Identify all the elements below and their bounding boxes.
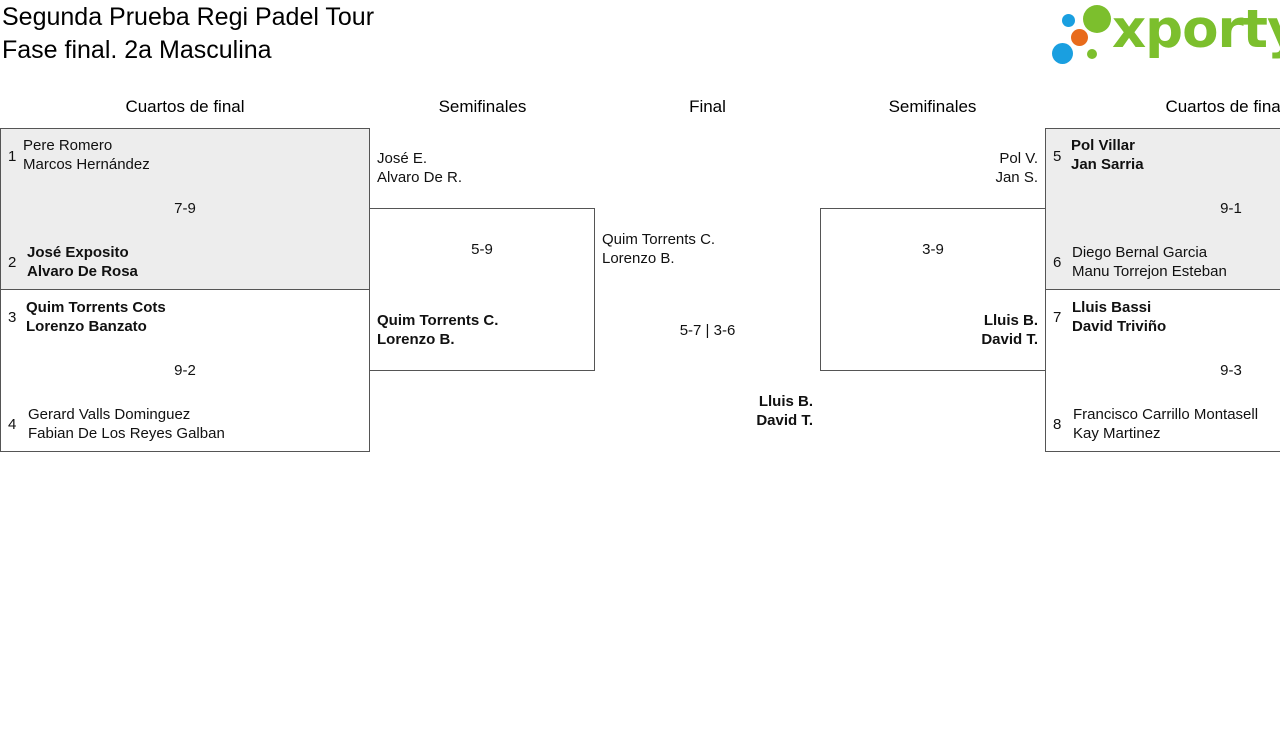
player-name: Lorenzo B. — [602, 250, 675, 267]
match-score: 9-3 — [1220, 362, 1242, 379]
seed-number: 2 — [8, 254, 17, 271]
logo-dot-green-small — [1087, 49, 1097, 59]
seed-number: 8 — [1053, 416, 1062, 433]
right-quarterfinal-1[interactable]: 5 Pol Villar Jan Sarria 9-1 6 Diego Bern… — [1045, 128, 1280, 290]
team-entry-winner: José Exposito Alvaro De Rosa — [27, 243, 138, 281]
team-entry: Francisco Carrillo Montasell Kay Martine… — [1073, 405, 1258, 443]
match-score: 5-9 — [471, 241, 493, 258]
player-name: Diego Bernal Garcia — [1072, 244, 1208, 261]
player-name: Alvaro De R. — [377, 169, 463, 186]
phase-title: Fase final. 2a Masculina — [2, 36, 272, 64]
right-semi-team-a: Pol V. Jan S. — [900, 149, 1038, 187]
player-name: Jan Sarria — [1071, 156, 1144, 173]
column-header-left-quarters: Cuartos de final — [125, 97, 245, 116]
column-header-left-semis: Semifinales — [438, 97, 527, 116]
player-name: Quim Torrents C. — [377, 312, 499, 329]
team-entry-winner: Pol Villar Jan Sarria — [1071, 136, 1144, 174]
player-name: David T. — [981, 331, 1038, 348]
player-name: José Exposito — [27, 244, 129, 261]
final-team-b-winner: Lluis B. David T. — [700, 392, 813, 430]
team-entry: Diego Bernal Garcia Manu Torrejon Esteba… — [1072, 243, 1227, 281]
player-name: David Triviño — [1072, 318, 1167, 335]
left-semi-team-a: José E. Alvaro De R. — [377, 149, 462, 187]
logo-dot-blue-top — [1062, 14, 1075, 27]
logo-dot-blue-bottom — [1052, 43, 1073, 64]
logo-dot-orange — [1071, 29, 1088, 46]
logo-text: xporty — [1112, 0, 1280, 60]
seed-number: 4 — [8, 416, 17, 433]
player-name: Kay Martinez — [1073, 425, 1161, 442]
column-header-right-quarters: Cuartos de final — [1165, 97, 1280, 116]
team-entry-winner: Lluis Bassi David Triviño — [1072, 298, 1166, 336]
xporty-logo[interactable]: xporty — [1050, 0, 1280, 68]
left-quarterfinal-1[interactable]: 1 Pere Romero Marcos Hernández 7-9 2 Jos… — [0, 128, 370, 290]
player-name: Lorenzo Banzato — [26, 318, 147, 335]
tournament-title: Segunda Prueba Regi Padel Tour — [2, 3, 375, 31]
player-name: Francisco Carrillo Montasell — [1073, 406, 1259, 423]
seed-number: 1 — [8, 148, 17, 165]
seed-number: 3 — [8, 309, 17, 326]
player-name: Jan S. — [995, 169, 1038, 186]
team-entry: Pere Romero Marcos Hernández — [23, 136, 150, 174]
team-entry: Gerard Valls Dominguez Fabian De Los Rey… — [28, 405, 225, 443]
player-name: Lorenzo B. — [377, 331, 455, 348]
player-name: Alvaro De Rosa — [27, 263, 138, 280]
player-name: Quim Torrents C. — [602, 231, 716, 248]
logo-dot-green — [1083, 5, 1111, 33]
seed-number: 7 — [1053, 309, 1062, 326]
player-name: Fabian De Los Reyes Galban — [28, 425, 225, 442]
seed-number: 6 — [1053, 254, 1062, 271]
match-score: 9-2 — [174, 362, 196, 379]
player-name: Pol V. — [999, 150, 1038, 167]
seed-number: 5 — [1053, 148, 1062, 165]
right-quarterfinal-2[interactable]: 7 Lluis Bassi David Triviño 9-3 8 Franci… — [1045, 289, 1280, 452]
player-name: Lluis B. — [983, 312, 1038, 329]
right-semi-team-b-winner: Lluis B. David T. — [881, 311, 1038, 349]
match-score: 7-9 — [174, 200, 196, 217]
match-score: 9-1 — [1220, 200, 1242, 217]
player-name: Marcos Hernández — [23, 156, 150, 173]
player-name: Gerard Valls Dominguez — [28, 406, 191, 423]
player-name: Pol Villar — [1071, 137, 1135, 154]
player-name: Pere Romero — [23, 137, 113, 154]
player-name: David T. — [756, 412, 813, 429]
team-entry-winner: Quim Torrents Cots Lorenzo Banzato — [26, 298, 166, 336]
final-team-a: Quim Torrents C. Lorenzo B. — [602, 230, 715, 268]
player-name: José E. — [377, 150, 428, 167]
left-quarterfinal-2[interactable]: 3 Quim Torrents Cots Lorenzo Banzato 9-2… — [0, 289, 370, 452]
player-name: Quim Torrents Cots — [26, 299, 166, 316]
player-name: Manu Torrejon Esteban — [1072, 263, 1227, 280]
column-header-right-semis: Semifinales — [888, 97, 977, 116]
right-semifinal[interactable]: 3-9 Lluis B. David T. — [820, 208, 1046, 371]
player-name: Lluis Bassi — [1072, 299, 1152, 316]
left-semifinal[interactable]: 5-9 Quim Torrents C. Lorenzo B. — [369, 208, 595, 371]
column-header-final: Final — [689, 97, 726, 116]
player-name: Lluis B. — [758, 393, 813, 410]
match-score: 3-9 — [922, 241, 944, 258]
left-semi-team-b-winner: Quim Torrents C. Lorenzo B. — [377, 311, 498, 349]
final-score[interactable]: 5-7 | 3-6 — [679, 322, 736, 339]
